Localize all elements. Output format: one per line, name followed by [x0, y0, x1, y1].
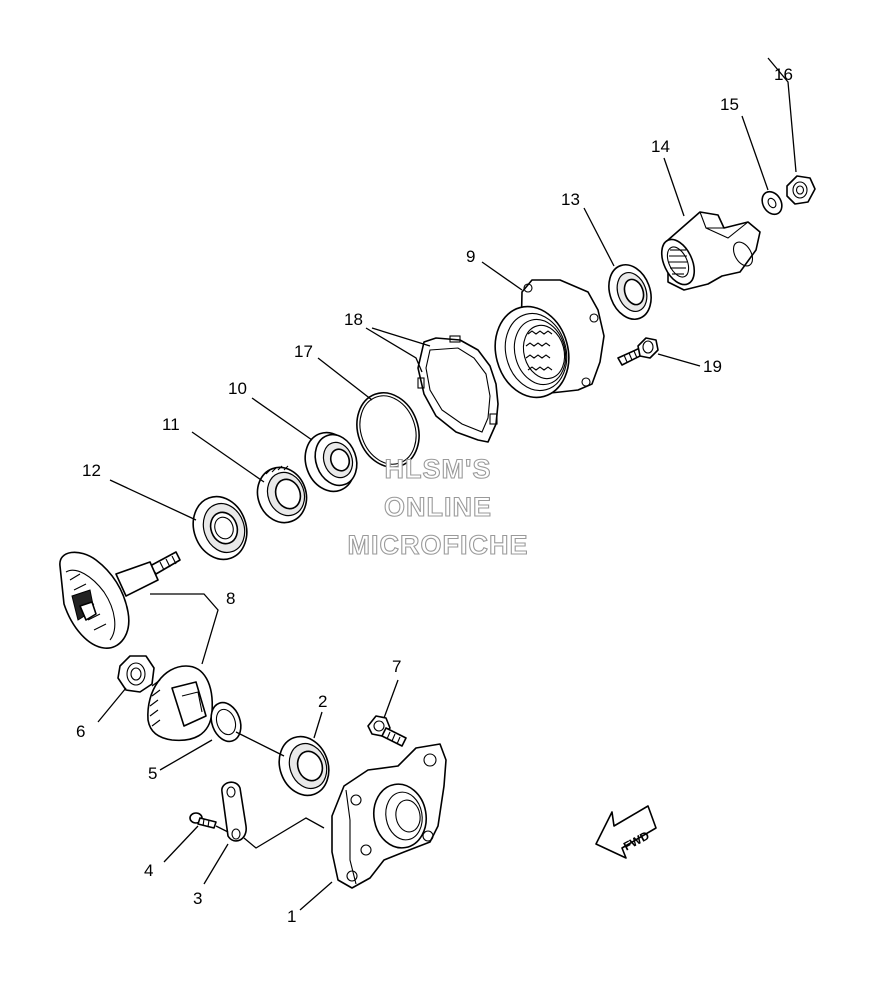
part-18-gasket[interactable]: [417, 335, 499, 443]
leader-lines: [97, 57, 797, 911]
part-13-oil-seal[interactable]: [602, 259, 659, 325]
part-1-flange-case[interactable]: [331, 743, 447, 889]
part-9-bearing-housing[interactable]: [485, 279, 605, 406]
part-10-bearing[interactable]: [297, 426, 363, 499]
watermark-line-1: HLSM'S: [385, 454, 492, 484]
callout-17: 17: [294, 342, 313, 361]
callout-15: 15: [720, 95, 739, 114]
part-17-o-ring[interactable]: [347, 384, 429, 476]
callout-9: 9: [466, 247, 475, 266]
callout-19: 19: [703, 357, 722, 376]
watermark-line-3: MICROFICHE: [348, 530, 529, 560]
part-5-shim[interactable]: [206, 698, 246, 745]
callout-12: 12: [82, 461, 101, 480]
part-7-bolt[interactable]: [367, 715, 407, 747]
part-3-lock-plate[interactable]: [221, 781, 247, 842]
part-15-washer[interactable]: [758, 188, 786, 218]
watermark: HLSM'S ONLINE MICROFICHE: [347, 453, 529, 560]
callout-10: 10: [228, 379, 247, 398]
callout-13: 13: [561, 190, 580, 209]
callout-labels: 16 15 14 13 9 18 17 19 10 11 12 8 7 2 6 …: [76, 65, 793, 926]
part-12-bearing[interactable]: [185, 489, 256, 567]
callout-11: 11: [162, 415, 180, 434]
fwd-arrow-icon: FWD: [595, 805, 657, 859]
callout-3: 3: [193, 889, 202, 908]
callout-8: 8: [226, 589, 235, 608]
part-14-yoke[interactable]: [655, 211, 761, 291]
part-11-bearing-race[interactable]: [250, 460, 314, 529]
part-16-nut[interactable]: [786, 175, 816, 205]
callout-7: 7: [392, 657, 401, 676]
callout-6: 6: [76, 722, 85, 741]
callout-1: 1: [287, 907, 296, 926]
callout-2: 2: [318, 692, 327, 711]
callout-5: 5: [148, 764, 157, 783]
part-8-gear-set[interactable]: [59, 551, 214, 742]
callout-16: 16: [774, 65, 793, 84]
part-19-bolt[interactable]: [617, 337, 659, 366]
watermark-line-2: ONLINE: [384, 492, 492, 522]
part-6-nut[interactable]: [117, 655, 155, 693]
part-2-bearing[interactable]: [271, 730, 337, 803]
callout-18: 18: [344, 310, 363, 329]
callout-4: 4: [144, 861, 153, 880]
callout-14: 14: [651, 137, 670, 156]
part-4-screw[interactable]: [189, 812, 217, 829]
